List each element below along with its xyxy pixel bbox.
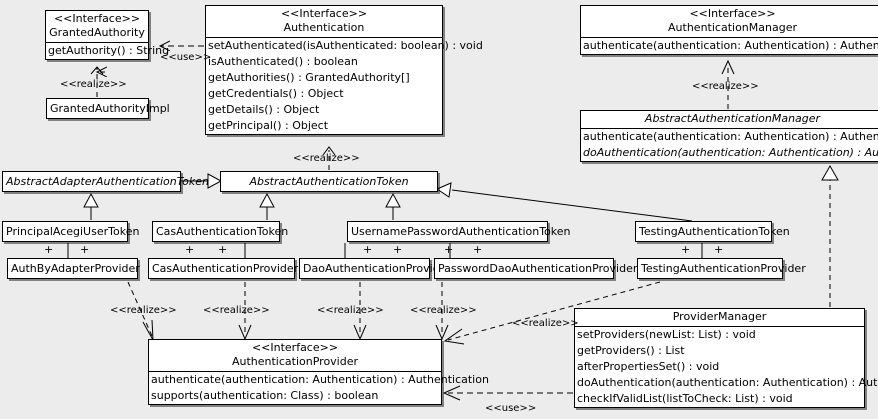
class-stereotype: <<Interface>> <box>53 12 141 25</box>
class-username-password-authentication-token[interactable]: UsernamePasswordAuthenticationToken <box>347 221 571 242</box>
class-provider-manager[interactable]: ProviderManager setProviders(newList: Li… <box>574 308 878 408</box>
edge-label-use-providermanager-authenticationprovider: <<use>> <box>485 403 537 414</box>
association-plus-marker: + <box>681 243 691 256</box>
method-authenticate: authenticate(authentication: Authenticat… <box>583 39 878 52</box>
method-do-authentication: doAuthentication(authentication: Authent… <box>577 376 878 389</box>
edge-label-realize-grantedauthorityimpl: <<realize>> <box>60 79 127 90</box>
class-methods: setAuthenticated(isAuthenticated: boolea… <box>206 38 483 134</box>
edge-label-realize-providermanager: <<realize>> <box>512 318 579 329</box>
class-testing-authentication-provider[interactable]: TestingAuthenticationProvider <box>637 258 806 279</box>
class-methods: getAuthority() : String <box>46 43 170 59</box>
class-stereotype: <<Interface>> <box>280 7 368 20</box>
method-set-providers: setProviders(newList: List) : void <box>577 328 756 341</box>
method-get-authorities: getAuthorities() : GrantedAuthority[] <box>208 71 410 84</box>
method-get-credentials: getCredentials() : Object <box>208 87 344 100</box>
class-testing-authentication-token[interactable]: TestingAuthenticationToken <box>635 221 790 242</box>
class-name: AbstractAuthenticationToken <box>249 175 409 188</box>
class-cas-authentication-provider[interactable]: CasAuthenticationProvider <box>148 258 299 279</box>
class-name: PasswordDaoAuthenticationProvider <box>438 262 638 275</box>
class-name: TestingAuthenticationProvider <box>641 262 806 275</box>
class-authentication-provider[interactable]: <<Interface>> AuthenticationProvider aut… <box>148 339 489 405</box>
class-abstract-adapter-authentication-token[interactable]: AbstractAdapterAuthenticationToken <box>2 171 209 192</box>
class-methods: setProviders(newList: List) : void getPr… <box>575 327 878 407</box>
class-methods: authenticate(authentication: Authenticat… <box>149 372 489 404</box>
class-name: GrantedAuthority <box>49 26 145 39</box>
class-authentication[interactable]: <<Interface>> Authentication setAuthenti… <box>205 5 483 135</box>
class-principal-acegi-user-token[interactable]: PrincipalAcegiUserToken <box>2 221 140 242</box>
edge-label-realize-abstractauthenticationtoken: <<realize>> <box>293 153 360 164</box>
method-after-properties-set: afterPropertiesSet() : void <box>577 360 720 373</box>
class-name: TestingAuthenticationToken <box>639 225 790 238</box>
class-name: AuthenticationManager <box>668 21 797 34</box>
class-abstract-authentication-token[interactable]: AbstractAuthenticationToken <box>220 171 438 192</box>
edge-label-realize-passworddaoauthenticationprovider: <<realize>> <box>410 305 477 316</box>
method-get-providers: getProviders() : List <box>577 344 685 357</box>
method-get-details: getDetails() : Object <box>208 103 320 116</box>
class-granted-authority[interactable]: <<Interface>> GrantedAuthority getAuthor… <box>45 10 170 60</box>
method-check-if-valid-list: checkIfValidList(listToCheck: List) : vo… <box>577 392 793 405</box>
class-abstract-authentication-manager[interactable]: AbstractAuthenticationManager authentica… <box>580 110 878 162</box>
class-dao-authentication-provider[interactable]: DaoAuthenticationProvider <box>299 258 451 279</box>
association-plus-marker: + <box>185 243 195 256</box>
association-plus-marker: + <box>80 243 90 256</box>
method-get-principal: getPrincipal() : Object <box>208 119 329 132</box>
edge-label-realize-authbyadapterprovider: <<realize>> <box>110 305 177 316</box>
method-get-authority: getAuthority() : String <box>48 44 170 57</box>
method-do-authentication: doAuthentication(authentication: Authent… <box>583 146 878 159</box>
class-stereotype: <<Interface>> <box>689 7 776 20</box>
method-set-authenticated: setAuthenticated(isAuthenticated: boolea… <box>208 39 483 52</box>
class-name: UsernamePasswordAuthenticationToken <box>351 225 571 238</box>
class-name: AbstractAdapterAuthenticationToken <box>6 175 209 188</box>
association-plus-marker: + <box>444 243 454 256</box>
association-plus-marker: + <box>218 243 228 256</box>
method-supports: supports(authentication: Class) : boolea… <box>151 389 379 402</box>
edge-label-realize-daoauthenticationprovider: <<realize>> <box>317 305 384 316</box>
association-plus-marker: + <box>363 243 373 256</box>
class-name: ProviderManager <box>672 310 767 323</box>
association-plus-marker: + <box>714 243 724 256</box>
association-plus-marker: + <box>393 243 403 256</box>
class-name: AuthenticationProvider <box>231 355 359 368</box>
method-is-authenticated: isAuthenticated() : boolean <box>208 55 358 68</box>
class-password-dao-authentication-provider[interactable]: PasswordDaoAuthenticationProvider <box>434 258 638 279</box>
class-name: AuthByAdapterProvider <box>11 262 140 275</box>
class-auth-by-adapter-provider[interactable]: AuthByAdapterProvider <box>7 258 140 279</box>
edge-label-realize-casauthenticationprovider: <<realize>> <box>203 305 270 316</box>
class-name: CasAuthenticationToken <box>156 225 289 238</box>
class-granted-authority-impl[interactable]: GrantedAuthorityImpl <box>46 98 170 119</box>
class-methods: authenticate(authentication: Authenticat… <box>581 38 878 54</box>
class-name: Authentication <box>283 21 365 34</box>
class-name: GrantedAuthorityImpl <box>50 102 170 115</box>
class-name: CasAuthenticationProvider <box>152 262 299 275</box>
class-name: PrincipalAcegiUserToken <box>6 225 140 238</box>
method-authenticate: authenticate(authentication: Authenticat… <box>151 373 489 386</box>
class-cas-authentication-token[interactable]: CasAuthenticationToken <box>152 221 289 242</box>
class-stereotype: <<Interface>> <box>251 341 339 354</box>
class-name: DaoAuthenticationProvider <box>303 262 451 275</box>
class-methods: authenticate(authentication: Authenticat… <box>581 129 878 161</box>
association-plus-marker: + <box>44 243 54 256</box>
class-name: AbstractAuthenticationManager <box>644 112 821 125</box>
edge-label-use-authentication-grantedauthority: <<use>> <box>160 52 212 63</box>
class-authentication-manager[interactable]: <<Interface>> AuthenticationManager auth… <box>580 5 878 55</box>
edge-label-realize-abstractauthenticationmanager: <<realize>> <box>692 81 759 92</box>
association-plus-marker: + <box>473 243 483 256</box>
method-authenticate: authenticate(authentication: Authenticat… <box>583 130 878 143</box>
